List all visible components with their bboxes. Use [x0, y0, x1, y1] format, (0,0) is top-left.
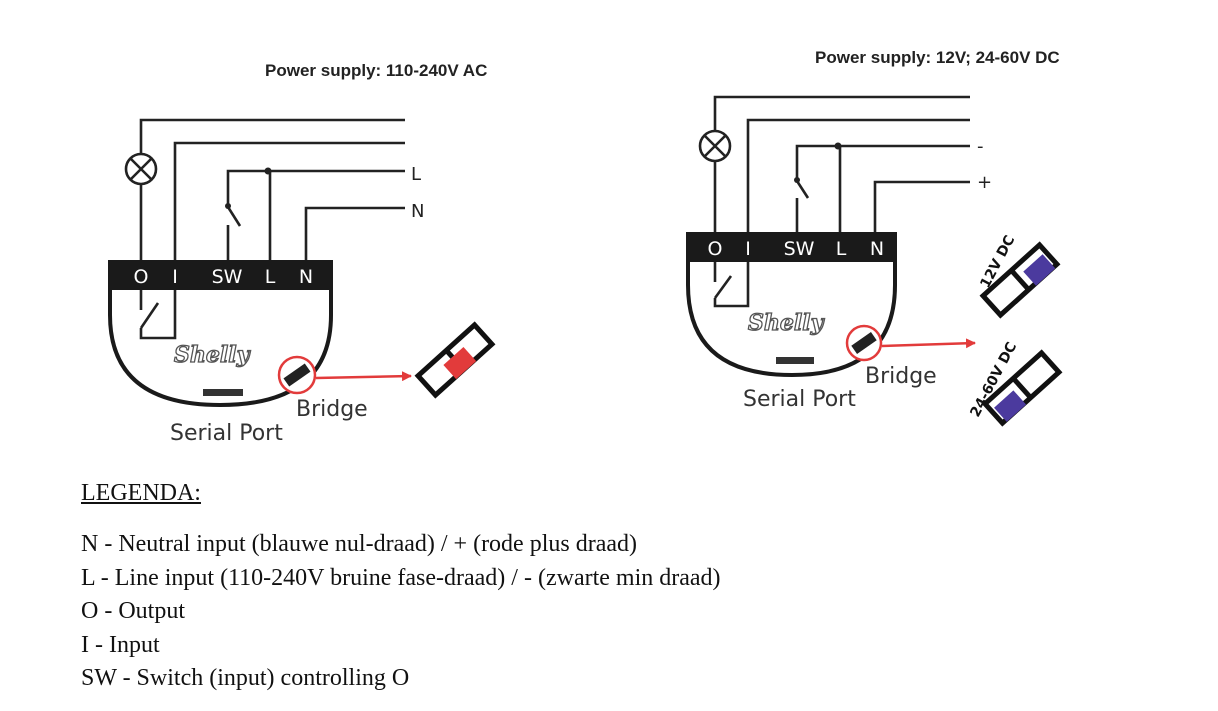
- ac-terminal-l: L: [265, 266, 276, 288]
- dc-switch-icon: [794, 177, 810, 199]
- jumper-24-60v-icon: [981, 349, 1063, 427]
- dc-bridge-arrow: [881, 338, 976, 349]
- ac-switch-icon: [225, 203, 242, 227]
- ac-bridge-label: Bridge: [296, 397, 368, 422]
- dc-wire-label-minus: -: [977, 136, 984, 157]
- ac-terminal-o: O: [134, 266, 149, 288]
- ac-lamp-icon: [124, 152, 158, 186]
- dc-bridge-icon: [845, 324, 883, 362]
- ac-jumper-icon: [414, 321, 496, 399]
- dc-wiring-diagram: Power supply: 12V; 24-60V DC O I SW L N: [686, 48, 1063, 427]
- legend-item-i: I - Input: [81, 631, 160, 658]
- ac-serial-port-connector: [203, 389, 243, 396]
- dc-brand-logo: Shelly: [748, 310, 826, 336]
- ac-power-supply-label: Power supply: 110-240V AC: [265, 61, 487, 80]
- ac-terminal-labels: O I SW L N: [134, 266, 314, 288]
- ac-brand-logo: Shelly: [174, 342, 252, 368]
- dc-terminal-n: N: [870, 238, 884, 260]
- dc-wire-label-plus: +: [977, 172, 992, 193]
- dc-power-supply-label: Power supply: 12V; 24-60V DC: [815, 48, 1060, 67]
- legend-item-n: N - Neutral input (blauwe nul-draad) / +…: [81, 531, 638, 557]
- dc-bridge-label: Bridge: [865, 364, 937, 389]
- dc-terminal-bar: [686, 232, 897, 262]
- jumper-12v-icon: [979, 241, 1061, 319]
- dc-terminal-i: I: [745, 238, 751, 260]
- ac-wire-label-l: L: [411, 164, 421, 185]
- ac-serial-port-label: Serial Port: [170, 421, 283, 446]
- legend-title: LEGENDA:: [81, 480, 201, 506]
- ac-terminal-sw: SW: [212, 266, 243, 288]
- ac-wiring-diagram: Power supply: 110-240V AC O I SW L N: [108, 61, 496, 446]
- dc-lamp-icon: [698, 129, 732, 163]
- ac-bridge-icon: [277, 355, 317, 395]
- ac-device-body: [108, 288, 333, 408]
- ac-terminal-bar: [108, 260, 333, 290]
- ac-wire-label-n: N: [411, 201, 424, 222]
- legend-item-o: O - Output: [81, 598, 185, 624]
- dc-terminal-sw: SW: [784, 238, 815, 260]
- dc-terminal-labels: O I SW L N: [708, 238, 885, 260]
- ac-terminal-n: N: [299, 266, 313, 288]
- dc-device-body: [686, 258, 897, 378]
- dc-serial-port-connector: [776, 357, 814, 364]
- dc-serial-port-label: Serial Port: [743, 387, 856, 412]
- dc-terminal-l: L: [836, 238, 847, 260]
- legend: LEGENDA: N - Neutral input (blauwe nul-d…: [81, 478, 721, 696]
- legend-item-l: L - Line input (110-240V bruine fase-dra…: [81, 564, 721, 591]
- wiring-diagrams: Power supply: 110-240V AC O I SW L N: [108, 48, 1063, 446]
- ac-wires: [139, 118, 405, 340]
- ac-terminal-i: I: [172, 266, 178, 288]
- ac-bridge-arrow: [315, 371, 412, 382]
- dc-wires: [713, 95, 970, 308]
- dc-terminal-o: O: [708, 238, 723, 260]
- legend-item-sw: SW - Switch (input) controlling O: [81, 665, 410, 691]
